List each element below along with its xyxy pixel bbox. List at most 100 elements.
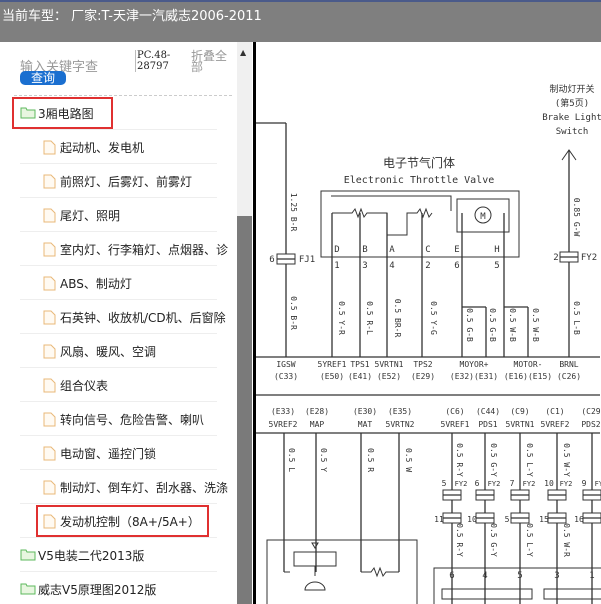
tree-item[interactable]: 风扇、暖风、空调 [0, 334, 237, 368]
connector-plug [543, 588, 601, 600]
diagram-label: 5VRTN1 [375, 360, 404, 369]
collapse-all-button[interactable]: 折叠全部 [191, 49, 228, 74]
tree-item[interactable]: 组合仪表 [0, 368, 237, 402]
diagram-label: 7 [510, 479, 515, 488]
tree-item[interactable]: 石英钟、收放机/CD机、后窗除 [0, 300, 237, 334]
scrollbar-thumb[interactable] [237, 216, 252, 604]
tree-folder-3-sedan[interactable]: 3厢电路图 [0, 96, 237, 130]
diagram-label: 制动灯开关 [549, 83, 594, 95]
diagram-label: Switch [556, 127, 589, 137]
tree-folder[interactable]: 威志V5原理图2012版 [0, 572, 237, 604]
tree-item[interactable]: 电动窗、遥控门锁 [0, 436, 237, 470]
tree-item[interactable]: 前照灯、后雾灯、前雾灯 [0, 164, 237, 198]
diagram-label: (E50) [320, 372, 344, 381]
diagram-label: 5VRTN2 [386, 420, 415, 429]
diagram-label: 5VREF1 [441, 420, 470, 429]
diagram-label: TPS2 [413, 360, 432, 369]
arrow-icon [561, 149, 577, 161]
row-divider [20, 503, 217, 504]
highlight-box [12, 97, 113, 129]
diagram-label: 5VREF2 [269, 420, 298, 429]
diagram-label: 0.5 L [287, 448, 296, 472]
row-divider [20, 265, 217, 266]
potentiometer-icon [331, 195, 452, 251]
tree-folder[interactable]: V5电装二代2013版 [0, 538, 237, 572]
diagram-label: (C9) [510, 407, 529, 416]
diagram-label: 0.5 G-Y [489, 523, 498, 557]
row-divider [20, 333, 217, 334]
pane-divider[interactable] [253, 42, 256, 604]
diagram-label: 11 [434, 515, 444, 524]
tree-item[interactable]: 发动机控制（8A+/5A+） [0, 504, 237, 538]
tree-item[interactable]: 尾灯、照明 [0, 198, 237, 232]
diagram-label: E [454, 245, 459, 255]
diagram-label: 2 [553, 253, 558, 263]
diagram-label: B [362, 245, 367, 255]
diagram-label: (E41) [348, 372, 372, 381]
query-button[interactable]: 查询 [20, 71, 66, 85]
diagram-label: PDS2 [581, 420, 600, 429]
diagram-label: (C1) [545, 407, 564, 416]
diagram-label: MAT [358, 420, 373, 429]
tree-item[interactable]: 制动灯、倒车灯、刮水器、洗涤 [0, 470, 237, 504]
divider [14, 95, 232, 96]
scroll-up-icon[interactable]: ▲ [240, 48, 247, 57]
pc-code: PC.48-28797 [135, 50, 177, 72]
folder-icon [20, 548, 36, 563]
diagram-label: IGSW [276, 360, 295, 369]
diagram-label: 9 [582, 479, 587, 488]
diagram-label: 0.85 G-W [572, 198, 581, 237]
diagram-label: M [480, 212, 486, 222]
diagram-label: BRNL [559, 360, 578, 369]
diagram-label: (C44) [476, 407, 500, 416]
diagram-label: (E28) [305, 407, 329, 416]
diagram-label: MOTOR- [514, 360, 543, 369]
sensor-box [266, 539, 418, 604]
tree-item[interactable]: 转向信号、危险告警、喇叭 [0, 402, 237, 436]
row-divider [20, 469, 217, 470]
diagram-label: 5VRTN1 [506, 420, 535, 429]
row-divider [20, 367, 217, 368]
diagram-label: 0.5 G-B [488, 308, 497, 342]
diagram-label: 5 [442, 479, 447, 488]
diagram-label: 5VREF2 [541, 420, 570, 429]
diagram-label: FY2 [560, 480, 573, 488]
diagram-label: FJ1 [299, 255, 315, 265]
diagram-label: 0.5 W-B [531, 308, 540, 342]
diagram-label: 16 [574, 515, 584, 524]
tree-item[interactable]: ABS、制动灯 [0, 266, 237, 300]
file-icon [43, 412, 56, 427]
tree-item[interactable]: 室内灯、行李箱灯、点烟器、诊 [0, 232, 237, 266]
diagram-label: FY2 [581, 253, 597, 263]
diagram-label: A [389, 245, 395, 255]
row-divider [20, 401, 217, 402]
diagram-label: 0.5 R-L [365, 301, 374, 335]
diagram-label: (E30) [353, 407, 377, 416]
file-icon [43, 378, 56, 393]
file-icon [43, 140, 56, 155]
connector-box [433, 567, 601, 604]
diagram-label: (E32)(E31) [450, 372, 498, 381]
motor-box [456, 198, 510, 233]
diagram-label: 6 [475, 479, 480, 488]
row-divider [20, 231, 217, 232]
motor-icon [474, 206, 492, 224]
diagram-label: 5 [517, 571, 522, 581]
diagram-label: 15 [539, 515, 549, 524]
diagram-label: (C26) [557, 372, 581, 381]
file-icon [43, 480, 56, 495]
diagram-label: 0.5 R-Y [455, 443, 464, 477]
sidebar-scrollbar[interactable]: ▲ [237, 42, 252, 604]
diagram-label: 0.5 Y-G [429, 301, 438, 335]
diagram-label: D [334, 245, 339, 255]
resistor-icon [284, 542, 399, 591]
diagram-label: 5 [494, 261, 499, 271]
diagram-label: 4 [482, 571, 487, 581]
file-icon [43, 446, 56, 461]
diagram-label: (E33) [271, 407, 295, 416]
diagram-label: FY2 [455, 480, 468, 488]
diagram-label: 0.5 BR-R [393, 299, 402, 338]
diagram-label: 0.5 Y [319, 448, 328, 472]
diagram-label: 6 [454, 261, 459, 271]
tree-item[interactable]: 起动机、发电机 [0, 130, 237, 164]
